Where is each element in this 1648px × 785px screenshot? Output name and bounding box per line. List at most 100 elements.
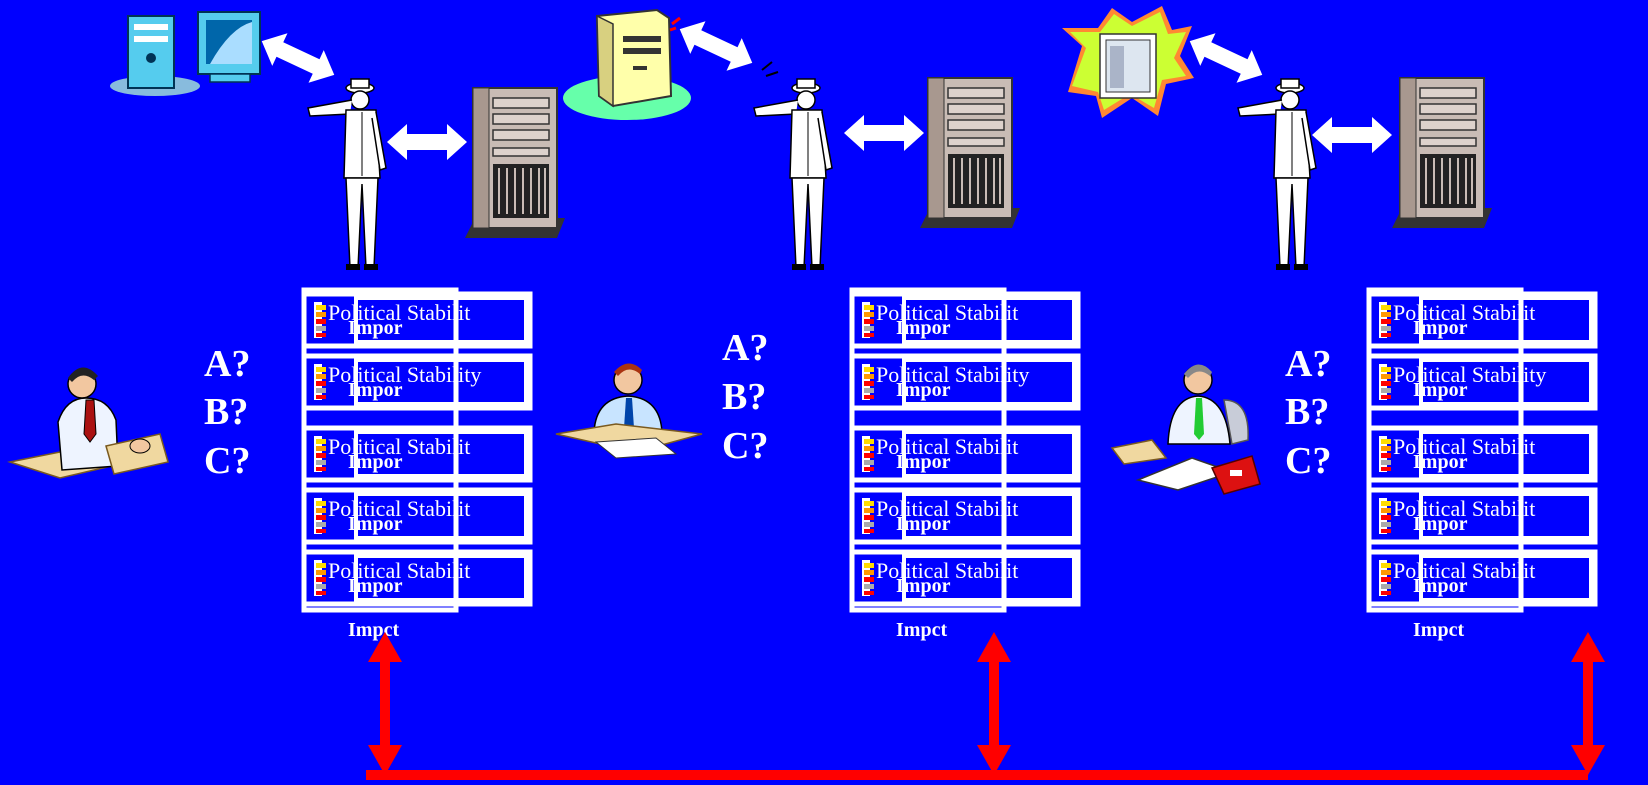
card-title: Political Stabilit: [1393, 558, 1535, 583]
card-title: Political Stabilit: [876, 300, 1018, 325]
card-title: Political Stabilit: [328, 300, 470, 325]
connector-arrow-right: [1571, 632, 1605, 775]
bar-chart-icon: [862, 560, 874, 596]
question-b: B?: [722, 376, 766, 418]
question-c: C?: [1285, 440, 1331, 482]
card-overlay-label: Impor: [1413, 379, 1468, 401]
server-splash-icon: [1062, 6, 1194, 118]
card-overlay-label: Impor: [896, 513, 951, 535]
bar-chart-icon: [862, 302, 874, 338]
card-title: Political Stability: [876, 362, 1029, 387]
card-overlay-label: Impor: [896, 317, 951, 339]
bar-chart-icon: [1379, 560, 1391, 596]
card-overlay-label: Impor: [896, 575, 951, 597]
card-overlay-label: Impor: [348, 317, 403, 339]
card-title: Political Stability: [328, 362, 481, 387]
card-overlay-label: Impor: [348, 575, 403, 597]
question-a: A?: [204, 343, 250, 385]
connector-arrow-left: [368, 632, 402, 775]
question-c: C?: [722, 425, 768, 467]
bar-chart-icon: [862, 498, 874, 534]
bar-chart-icon: [314, 302, 326, 338]
card-overlay-label: Impor: [1413, 575, 1468, 597]
bidirectional-arrow-icon: [387, 124, 467, 160]
bidirectional-arrow-icon: [844, 115, 924, 151]
group-right: A? B? C? Political StabilitImporPolitica…: [1062, 6, 1598, 641]
card-overlay-label: Impor: [348, 513, 403, 535]
card-title: Political Stabilit: [328, 434, 470, 459]
card-title: Political Stabilit: [1393, 300, 1535, 325]
bidirectional-arrow-icon: [254, 24, 342, 92]
gatekeeper-figure-icon: [1237, 78, 1317, 271]
card-title: Political Stabilit: [1393, 496, 1535, 521]
bar-chart-icon: [1379, 302, 1391, 338]
gatekeeper-figure-icon: [307, 78, 387, 271]
card-title: Political Stability: [1393, 362, 1546, 387]
desktop-computer-icon: [110, 11, 261, 96]
card-overlay-label: Impor: [896, 451, 951, 473]
group-middle: A? B? C? Political StabilitImporPolitica…: [555, 8, 1081, 641]
bidirectional-arrow-icon: [1182, 24, 1270, 92]
card-title: Political Stabilit: [876, 558, 1018, 583]
card-overlay-label: Impct: [348, 619, 399, 641]
bar-chart-icon: [862, 436, 874, 472]
question-a: A?: [1285, 343, 1331, 385]
bar-chart-icon: [314, 436, 326, 472]
card-title: Political Stabilit: [328, 496, 470, 521]
card-overlay-label: Impor: [1413, 451, 1468, 473]
red-connector: [366, 632, 1605, 780]
card-title: Political Stabilit: [876, 434, 1018, 459]
server-tower-icon: [919, 77, 1021, 229]
question-b: B?: [204, 391, 248, 433]
card-overlay-label: Impor: [1413, 513, 1468, 535]
bar-chart-icon: [314, 364, 326, 400]
connector-bus-line: [366, 770, 1588, 780]
question-b: B?: [1285, 391, 1329, 433]
card-overlay-label: Impct: [896, 619, 947, 641]
card-overlay-label: Impor: [348, 379, 403, 401]
card-overlay-label: Impor: [1413, 317, 1468, 339]
card-title: Political Stabilit: [328, 558, 470, 583]
server-tower-icon: [1391, 77, 1493, 229]
card-overlay-label: Impct: [1413, 619, 1464, 641]
question-list: A? B? C?: [204, 343, 250, 482]
bar-chart-icon: [1379, 364, 1391, 400]
card-title: Political Stabilit: [876, 496, 1018, 521]
businessman-seated-icon: [1110, 364, 1261, 495]
card-overlay-label: Impor: [348, 451, 403, 473]
server-on-pad-icon: [563, 8, 691, 120]
server-tower-icon: [464, 87, 566, 239]
signal-spark-icon: [669, 16, 681, 32]
question-c: C?: [204, 440, 250, 482]
question-list: A? B? C?: [722, 327, 768, 467]
connector-arrow-middle: [977, 632, 1011, 775]
businessman-reviewing-papers-icon: [7, 367, 169, 479]
signal-spark-icon: [761, 61, 779, 77]
question-a: A?: [722, 327, 768, 369]
bar-chart-icon: [1379, 498, 1391, 534]
gatekeeper-figure-icon: [753, 78, 833, 271]
businessman-writing-icon: [555, 363, 703, 459]
bidirectional-arrow-icon: [1312, 117, 1392, 153]
bar-chart-icon: [862, 364, 874, 400]
card-overlay-label: Impor: [896, 379, 951, 401]
